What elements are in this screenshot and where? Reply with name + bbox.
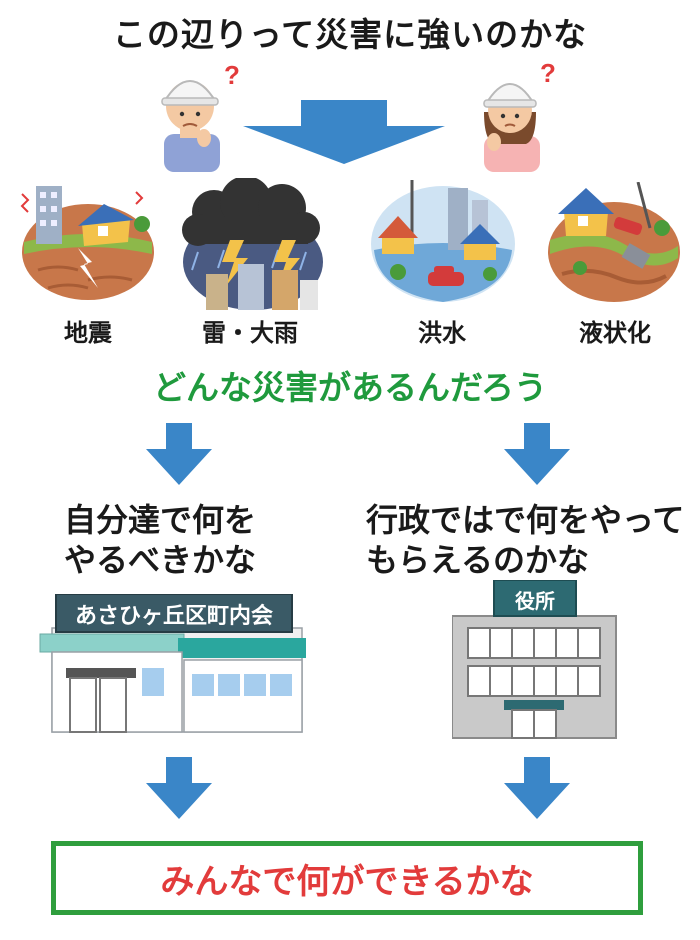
arrow-down-icon — [146, 757, 212, 819]
earthquake-icon — [20, 186, 154, 300]
community-center-sign: あさひヶ丘区町内会 — [74, 604, 273, 629]
government-action-question: 行政ではで何をやって もらえるのかな — [366, 500, 696, 580]
self-action-question-line2: やるべきかな — [64, 541, 257, 579]
question-mark-left: ? — [224, 60, 240, 90]
arrow-down-icon — [146, 423, 212, 485]
disaster-question-subtitle: どんな災害があるんだろう — [152, 368, 548, 407]
self-action-question: 自分達で何を やるべきかな — [64, 500, 364, 580]
arrow-down-icon — [504, 757, 570, 819]
question-mark-right: ? — [540, 58, 556, 88]
worried-woman-illustration — [483, 83, 540, 172]
disaster-label-liquefaction: 液状化 — [579, 319, 651, 347]
disaster-label-flood: 洪水 — [418, 319, 466, 347]
thunderstorm-icon — [182, 178, 323, 310]
conclusion-text: みんなで何ができるかな — [160, 861, 534, 902]
government-action-question-line2: もらえるのかな — [366, 541, 590, 579]
government-action-question-line1: 行政ではで何をやって — [366, 501, 685, 539]
liquefaction-icon — [548, 182, 680, 302]
disaster-label-thunderstorm: 雷・大雨 — [202, 319, 298, 347]
community-center-building — [39, 594, 306, 733]
city-office-sign: 役所 — [515, 589, 555, 613]
self-action-question-line1: 自分達で何を — [64, 501, 257, 539]
worried-man-illustration — [161, 80, 220, 172]
arrow-down-icon — [243, 100, 445, 164]
arrow-down-icon — [504, 423, 570, 485]
conclusion-box: みんなで何ができるかな — [51, 841, 643, 915]
disaster-label-earthquake: 地震 — [64, 319, 112, 347]
flood-icon — [371, 180, 515, 302]
page-title: この辺りって災害に強いのかな — [112, 15, 588, 54]
city-office-building — [452, 580, 617, 739]
